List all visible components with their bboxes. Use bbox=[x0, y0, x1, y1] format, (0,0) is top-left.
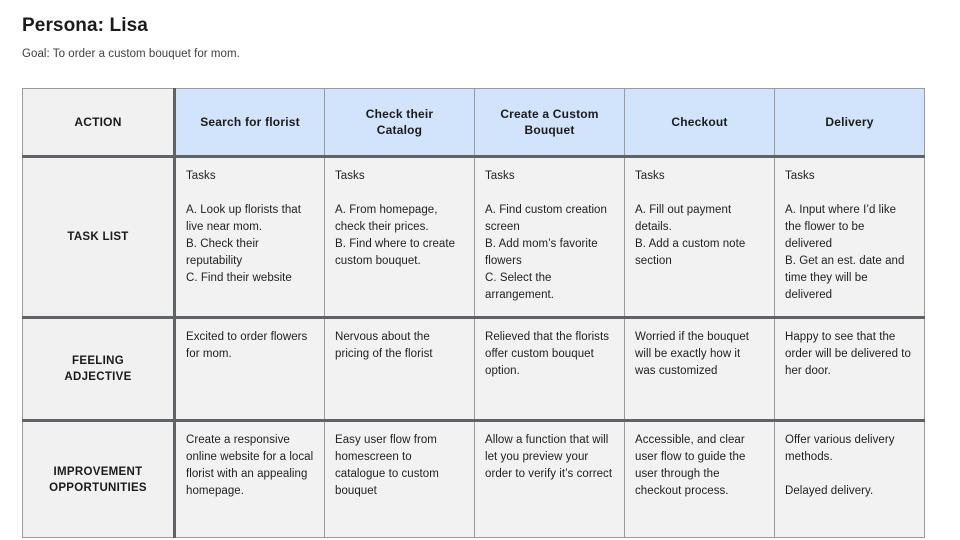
improvement-cell-stage-5: Offer various delivery methods. Delayed … bbox=[774, 420, 925, 538]
table-row-feeling-adjective: FEELING ADJECTIVE Excited to order flowe… bbox=[22, 317, 925, 422]
table-row-task-list: TASK LIST Tasks A. Look up florists that… bbox=[22, 156, 925, 319]
table-row-improvement-opportunities: IMPROVEMENT OPPORTUNITIES Create a respo… bbox=[22, 420, 925, 538]
row-label-action: ACTION bbox=[22, 88, 176, 158]
column-header-stage-2: Check their Catalog bbox=[324, 88, 475, 158]
persona-header: Persona: Lisa Goal: To order a custom bo… bbox=[22, 14, 924, 62]
feeling-cell-stage-3: Relieved that the florists offer custom … bbox=[474, 317, 625, 422]
feeling-cell-stage-5: Happy to see that the order will be deli… bbox=[774, 317, 925, 422]
user-journey-table: ACTION Search for florist Check their Ca… bbox=[22, 88, 925, 538]
page-title: Persona: Lisa bbox=[22, 15, 148, 36]
table-header-row: ACTION Search for florist Check their Ca… bbox=[22, 88, 925, 158]
column-header-stage-5: Delivery bbox=[774, 88, 925, 158]
task-cell-stage-3: Tasks A. Find custom creation screen B. … bbox=[474, 156, 625, 319]
persona-goal-text: Goal: To order a custom bouquet for mom. bbox=[22, 48, 240, 60]
tasks-body: A. Fill out payment details. B. Add a cu… bbox=[635, 204, 746, 267]
tasks-heading: Tasks bbox=[485, 170, 515, 182]
column-header-stage-1: Search for florist bbox=[174, 88, 325, 158]
feeling-cell-stage-2: Nervous about the pricing of the florist bbox=[324, 317, 475, 422]
tasks-body: A. Find custom creation screen B. Add mo… bbox=[485, 204, 607, 301]
tasks-heading: Tasks bbox=[186, 170, 216, 182]
tasks-body: A. From homepage, check their prices. B.… bbox=[335, 204, 456, 267]
row-label-improvement-opportunities: IMPROVEMENT OPPORTUNITIES bbox=[22, 420, 176, 538]
task-cell-stage-2: Tasks A. From homepage, check their pric… bbox=[324, 156, 475, 319]
improvement-cell-stage-4: Accessible, and clear user flow to guide… bbox=[624, 420, 775, 538]
tasks-heading: Tasks bbox=[785, 170, 815, 182]
row-label-feeling-adjective: FEELING ADJECTIVE bbox=[22, 317, 176, 422]
improvement-cell-stage-1: Create a responsive online website for a… bbox=[174, 420, 325, 538]
row-label-task-list: TASK LIST bbox=[22, 156, 176, 319]
tasks-body: A. Look up florists that live near mom. … bbox=[186, 204, 301, 284]
task-cell-stage-4: Tasks A. Fill out payment details. B. Ad… bbox=[624, 156, 775, 319]
tasks-heading: Tasks bbox=[335, 170, 365, 182]
task-cell-stage-5: Tasks A. Input where I’d like the flower… bbox=[774, 156, 925, 319]
column-header-stage-3: Create a Custom Bouquet bbox=[474, 88, 625, 158]
tasks-heading: Tasks bbox=[635, 170, 665, 182]
task-cell-stage-1: Tasks A. Look up florists that live near… bbox=[174, 156, 325, 319]
feeling-cell-stage-4: Worried if the bouquet will be exactly h… bbox=[624, 317, 775, 422]
improvement-cell-stage-2: Easy user flow from homescreen to catalo… bbox=[324, 420, 475, 538]
tasks-body: A. Input where I’d like the flower to be… bbox=[785, 204, 905, 301]
feeling-cell-stage-1: Excited to order flowers for mom. bbox=[174, 317, 325, 422]
improvement-cell-stage-3: Allow a function that will let you previ… bbox=[474, 420, 625, 538]
column-header-stage-4: Checkout bbox=[624, 88, 775, 158]
